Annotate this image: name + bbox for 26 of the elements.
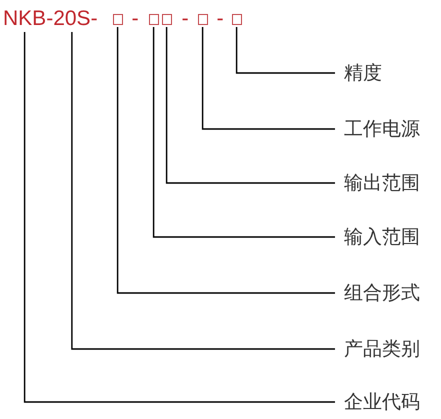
separator-dash: - [182,8,189,30]
separator-dash: - [132,8,139,30]
leader-line [236,27,335,74]
field-label: 输出范围 [344,172,420,194]
separator-dash: - [46,8,54,30]
leader-line [71,32,335,350]
placeholder-square-icon [148,14,159,25]
field-label: 企业代码 [344,390,420,414]
leader-line [202,27,335,130]
field-label: 工作电源 [344,118,420,140]
placeholder-square-icon [112,14,123,25]
leader-line [166,27,335,184]
field-label: 组合形式 [344,282,420,304]
leader-line [24,32,335,403]
separator-dash: - [90,8,98,30]
leader-line [116,27,335,294]
field-label: 产品类别 [344,338,420,360]
placeholder-square-icon [162,14,172,25]
model-code-text: NKB [3,8,46,30]
placeholder-square-icon [198,14,208,25]
leader-line [152,27,335,238]
separator-dash: - [216,8,224,30]
placeholder-square-icon [232,14,242,25]
model-code-text: 20S [53,8,91,30]
field-label: 精度 [344,62,382,84]
field-label: 输入范围 [344,226,420,248]
